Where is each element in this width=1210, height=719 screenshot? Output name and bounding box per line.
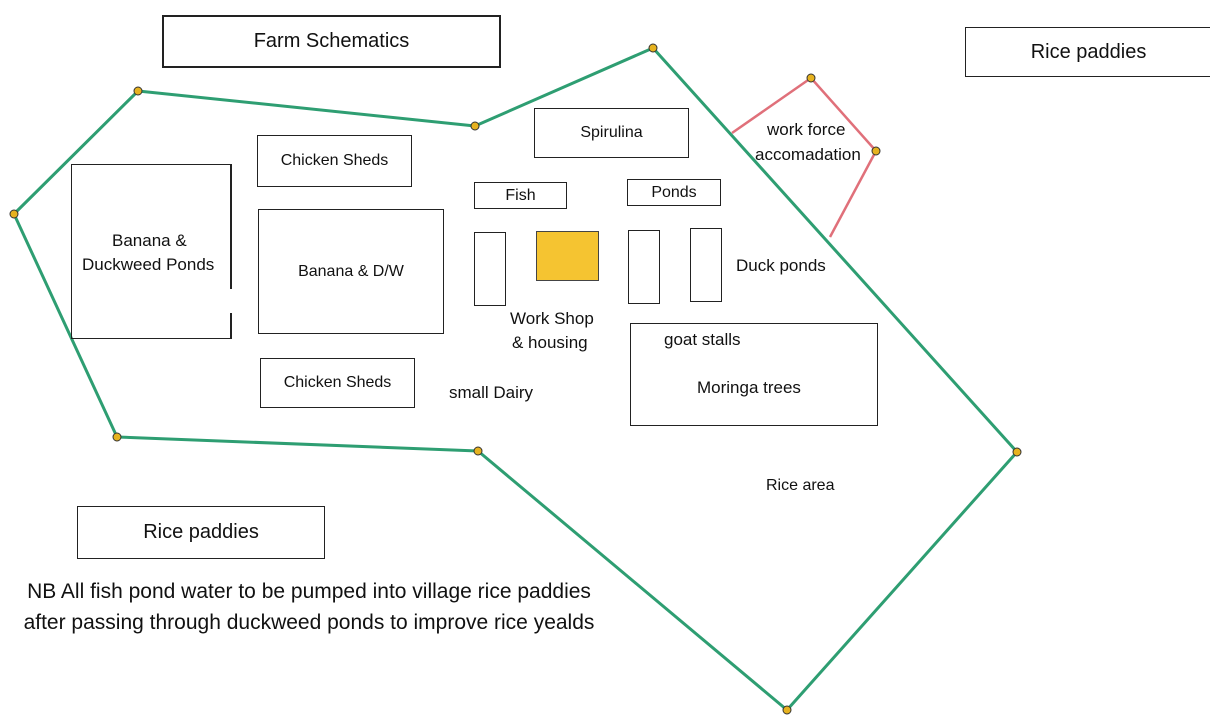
banana-dw-box: Banana & D/W bbox=[258, 209, 444, 334]
vertex-marker bbox=[1012, 447, 1022, 457]
vertex-marker bbox=[871, 146, 881, 156]
vertex-marker bbox=[782, 705, 792, 715]
workshop-label-line2: & housing bbox=[512, 333, 588, 352]
fish-box: Fish bbox=[474, 182, 567, 209]
vertex-marker bbox=[9, 209, 19, 219]
vertex-marker bbox=[470, 121, 480, 131]
rice-paddies-top-label: Rice paddies bbox=[1030, 40, 1147, 63]
ponds-label: Ponds bbox=[651, 183, 697, 201]
accommodation-label: accomadation bbox=[755, 145, 861, 164]
note-text: NB All fish pond water to be pumped into… bbox=[23, 580, 595, 634]
banana-duckweed-ponds-right-edge-upper bbox=[230, 164, 232, 289]
chicken-sheds-top-box: Chicken Sheds bbox=[257, 135, 412, 187]
goat-stalls-label: goat stalls bbox=[664, 330, 741, 349]
workshop-label-line1: Work Shop bbox=[510, 309, 594, 328]
page-title: Farm Schematics bbox=[253, 30, 410, 52]
rice-paddies-bottom-label: Rice paddies bbox=[143, 521, 259, 543]
vertex-marker bbox=[112, 432, 122, 442]
banana-dw-label: Banana & D/W bbox=[298, 262, 404, 280]
duck-pond-rect-2 bbox=[690, 228, 722, 302]
vertex-markers bbox=[9, 43, 1022, 715]
vertex-marker bbox=[648, 43, 658, 53]
banana-duckweed-label-line1: Banana & bbox=[112, 231, 187, 250]
accommodation-boundary-line bbox=[731, 76, 878, 238]
rice-paddies-top-box: Rice paddies bbox=[965, 27, 1210, 77]
banana-duckweed-label-line2: Duckweed Ponds bbox=[82, 255, 215, 274]
spirulina-box: Spirulina bbox=[534, 108, 689, 158]
ponds-box: Ponds bbox=[627, 179, 721, 206]
chicken-sheds-bottom-label: Chicken Sheds bbox=[283, 374, 392, 391]
vertex-marker bbox=[133, 86, 143, 96]
duck-pond-rect-1 bbox=[628, 230, 660, 304]
moringa-trees-label: Moringa trees bbox=[697, 378, 801, 397]
banana-duckweed-ponds-right-edge-lower bbox=[230, 313, 232, 339]
chicken-sheds-bottom-box: Chicken Sheds bbox=[260, 358, 415, 408]
moringa-goat-box bbox=[630, 323, 878, 426]
spirulina-label: Spirulina bbox=[580, 124, 643, 141]
duck-ponds-label: Duck ponds bbox=[736, 256, 826, 275]
title-box: Farm Schematics bbox=[162, 15, 501, 68]
banana-duckweed-ponds-box bbox=[71, 164, 232, 339]
fish-label: Fish bbox=[505, 186, 536, 204]
small-dairy-label: small Dairy bbox=[449, 383, 534, 402]
workshop-block bbox=[536, 231, 599, 281]
vertex-marker bbox=[806, 73, 816, 83]
fish-pond-rect bbox=[474, 232, 506, 306]
work-force-label: work force bbox=[767, 120, 846, 139]
chicken-sheds-top-label: Chicken Sheds bbox=[280, 152, 389, 169]
rice-paddies-bottom-box: Rice paddies bbox=[77, 506, 325, 559]
vertex-marker bbox=[473, 446, 483, 456]
rice-area-label: Rice area bbox=[766, 477, 835, 494]
